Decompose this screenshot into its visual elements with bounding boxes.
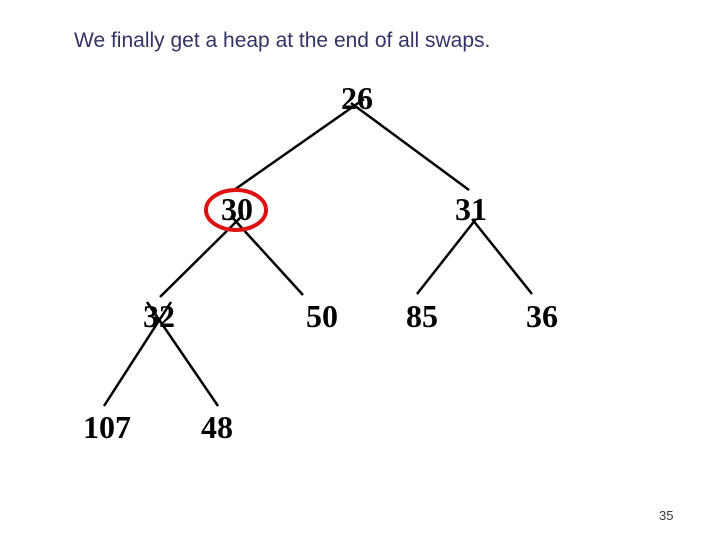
tree-node-85: 85 bbox=[406, 298, 438, 334]
highlight-ellipse-node-30 bbox=[204, 188, 268, 232]
tree-node-32: 32 bbox=[143, 298, 175, 334]
tree-node-31: 31 bbox=[455, 191, 487, 227]
tree-node-26: 26 bbox=[341, 80, 373, 116]
tree-node-30: 30 bbox=[221, 191, 253, 227]
edge-31-85 bbox=[416, 218, 477, 295]
tree-node-50: 50 bbox=[306, 298, 338, 334]
page-number: 35 bbox=[659, 508, 674, 523]
edge-26-30 bbox=[233, 97, 365, 192]
edge-32-48 bbox=[145, 301, 220, 407]
edge-30-32 bbox=[159, 214, 244, 298]
slide-title: We finally get a heap at the end of all … bbox=[74, 29, 491, 52]
tree-node-107: 107 bbox=[83, 409, 131, 445]
tree-node-36: 36 bbox=[526, 298, 558, 334]
edge-26-31 bbox=[350, 101, 470, 192]
edge-31-36 bbox=[471, 218, 533, 295]
tree-node-48: 48 bbox=[201, 409, 233, 445]
